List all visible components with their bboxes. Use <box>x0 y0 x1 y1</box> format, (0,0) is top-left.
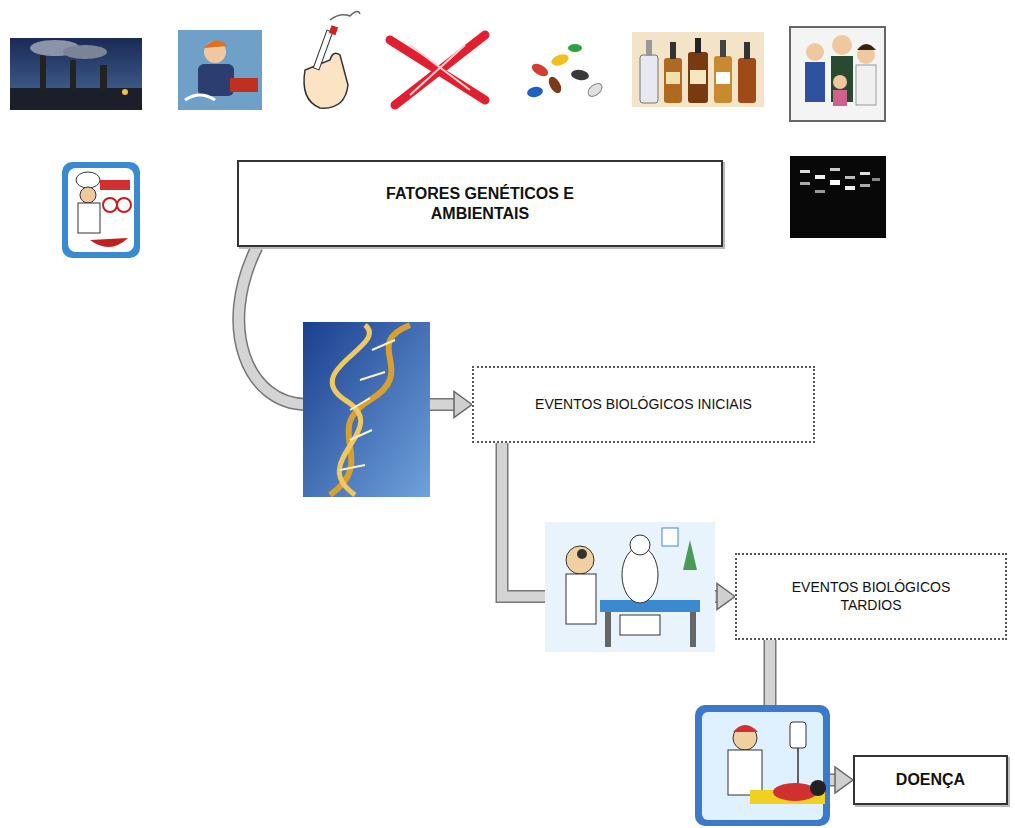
factory-icon <box>10 38 142 110</box>
node-label: EVENTOS BIOLÓGICOS TARDIOS <box>771 579 971 614</box>
node-label: FATORES GENÉTICOS E AMBIENTAIS <box>350 184 610 224</box>
bottles-icon <box>632 32 764 107</box>
process-box: EVENTOS BIOLÓGICOS INICIAIS <box>472 366 815 443</box>
hospital-image <box>695 705 830 826</box>
process-box: EVENTOS BIOLÓGICOS TARDIOS <box>735 553 1007 640</box>
factor-box: FATORES GENÉTICOS E AMBIENTAIS <box>237 160 723 247</box>
outcome-box: DOENÇA <box>853 755 1008 805</box>
doctor-patient-image <box>545 522 715 652</box>
node-label: EVENTOS BIOLÓGICOS INICIAIS <box>535 396 752 414</box>
family-icon <box>790 27 885 121</box>
chef-icon <box>62 162 140 258</box>
cigarette-icon <box>304 11 360 108</box>
worker-icon <box>178 30 262 110</box>
node-label: DOENÇA <box>896 770 965 790</box>
pills-icon <box>526 44 604 99</box>
dna-helix-image <box>303 322 430 497</box>
gel-electrophoresis-icon <box>790 156 886 238</box>
drugs-x-icon <box>390 35 485 105</box>
